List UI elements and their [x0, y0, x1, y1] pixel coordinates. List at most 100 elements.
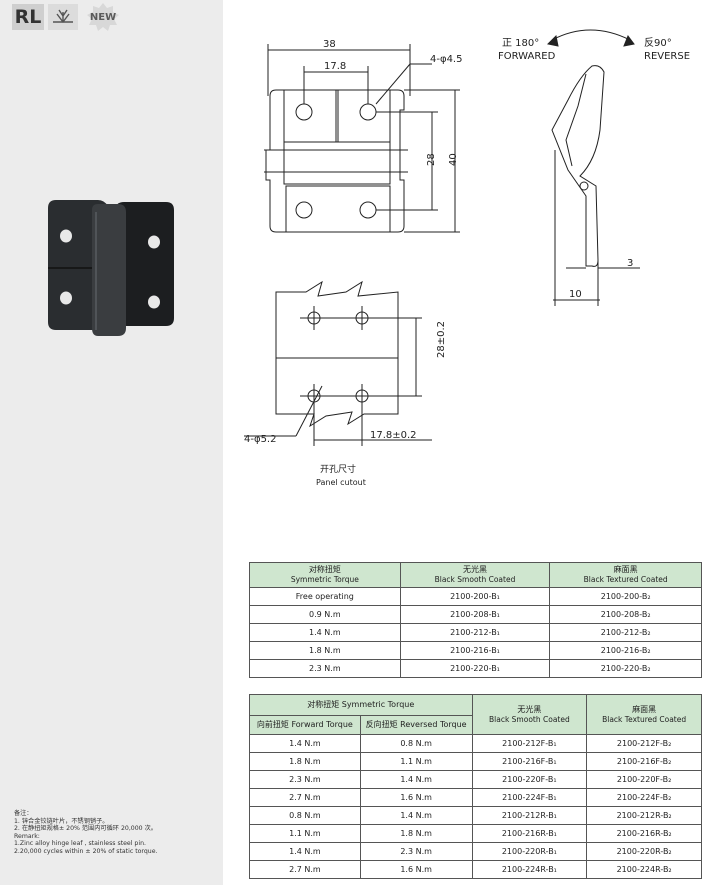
notes-line: 2. 在静扭矩规格± 20% 范围内可循环 20,000 次。 [14, 825, 157, 833]
product-photo [36, 190, 196, 350]
table-cell: 2100-216F-B₁ [471, 752, 588, 771]
table-cell: 2100-216R-B₂ [586, 824, 702, 843]
cutout-vertical-label: 28±0.2 [436, 321, 447, 358]
dim-height-label: 40 [448, 153, 459, 166]
table-cell: 1.1 N.m [249, 824, 361, 843]
table-cell: 1.4 N.m [249, 623, 401, 642]
notes-line: Remark: [14, 832, 40, 840]
table-row: 1.1 N.m 1.8 N.m 2100-216R-B₁ 2100-216R-B… [249, 824, 702, 843]
cutout-title-en: Panel cutout [316, 478, 366, 487]
dim-hole-spacing-label: 17.8 [324, 61, 346, 72]
table-row: 2.7 N.m 1.6 N.m 2100-224R-B₁ 2100-224R-B… [249, 860, 702, 879]
table-row: 1.4 N.m 2.3 N.m 2100-220R-B₁ 2100-220R-B… [249, 842, 702, 861]
rotation-reverse-en: REVERSE [644, 51, 690, 62]
table-cell: 2100-200-B₁ [399, 587, 551, 606]
table-cell: Free operating [249, 587, 401, 606]
table2-header-forward: 向前扭矩 Forward Torque [249, 715, 361, 735]
sidebar: RL NEW 备注： 1. 锌合金铰链叶片，不锈钢销子。 2. 在静扭矩规格± … [0, 0, 223, 885]
table-cell: 2100-220-B₁ [399, 659, 551, 678]
table-cell: 1.8 N.m [249, 752, 361, 771]
dim-depth-label: 10 [569, 289, 582, 300]
technical-drawing: 38 17.8 4-φ4.5 28 40 正 180° FORWARED 反90… [244, 29, 690, 487]
dim-thickness-label: 3 [627, 258, 633, 269]
table2-header-reversed: 反向扭矩 Reversed Torque [359, 715, 473, 735]
cutout-holes-label: 4-φ5.2 [244, 434, 276, 445]
table-cell: 2.7 N.m [249, 788, 361, 807]
table-cell: 1.4 N.m [359, 806, 473, 825]
table-cell: 2100-212-B₂ [549, 623, 702, 642]
table-cell: 2.7 N.m [249, 860, 361, 879]
cutout-horizontal-label: 17.8±0.2 [370, 430, 417, 441]
table-row: 0.8 N.m 1.4 N.m 2100-212R-B₁ 2100-212R-B… [249, 806, 702, 825]
table-cell: 1.8 N.m [359, 824, 473, 843]
table-cell: 0.8 N.m [249, 806, 361, 825]
notes-line: 1.Zinc alloy hinge leaf , stainless stee… [14, 840, 146, 848]
table-cell: 1.6 N.m [359, 788, 473, 807]
series-badge: RL [12, 4, 44, 30]
rotation-forward-zh: 正 180° [502, 38, 539, 49]
table-cell: 2100-216F-B₂ [586, 752, 702, 771]
table-cell: 2100-224R-B₁ [471, 860, 588, 879]
new-badge: NEW [86, 2, 120, 32]
table-row: 1.4 N.m 2100-212-B₁ 2100-212-B₂ [249, 623, 702, 642]
table-cell: 2100-212R-B₂ [586, 806, 702, 825]
notes: 备注： 1. 锌合金铰链叶片，不锈钢销子。 2. 在静扭矩规格± 20% 范围内… [14, 810, 214, 856]
table-row: 0.9 N.m 2100-208-B₁ 2100-208-B₂ [249, 605, 702, 624]
table-cell: 2100-224F-B₁ [471, 788, 588, 807]
table-cell: 2100-212-B₁ [399, 623, 551, 642]
dim-width-label: 38 [323, 39, 336, 50]
cutout-title-zh: 开孔尺寸 [320, 463, 356, 475]
new-badge-label: NEW [89, 11, 117, 23]
rotation-forward-en: FORWARED [498, 51, 556, 62]
table-row: 1.8 N.m 1.1 N.m 2100-216F-B₁ 2100-216F-B… [249, 752, 702, 771]
table-cell: 2.3 N.m [249, 659, 401, 678]
table-cell: 2100-220R-B₂ [586, 842, 702, 861]
table-cell: 2100-212F-B₂ [586, 734, 702, 753]
table-cell: 2100-208-B₁ [399, 605, 551, 624]
table-cell: 2100-216-B₂ [549, 641, 702, 660]
table-row: 1.8 N.m 2100-216-B₁ 2100-216-B₂ [249, 641, 702, 660]
table-cell: 2100-212F-B₁ [471, 734, 588, 753]
table-row: Free operating 2100-200-B₁ 2100-200-B₂ [249, 587, 702, 606]
table-cell: 2100-224R-B₂ [586, 860, 702, 879]
table-cell: 1.4 N.m [249, 842, 361, 861]
notes-line: 备注： [14, 810, 33, 817]
table-cell: 1.4 N.m [249, 734, 361, 753]
table-cell: 2100-208-B₂ [549, 605, 702, 624]
table-row: 2.3 N.m 2100-220-B₁ 2100-220-B₂ [249, 659, 702, 678]
table-cell: 2100-200-B₂ [549, 587, 702, 606]
notes-line: 1. 锌合金铰链叶片，不锈钢销子。 [14, 817, 109, 825]
table-cell: 2.3 N.m [359, 842, 473, 861]
table-cell: 2100-220F-B₂ [586, 770, 702, 789]
table-row: 1.4 N.m 0.8 N.m 2100-212F-B₁ 2100-212F-B… [249, 734, 702, 753]
rotation-reverse-zh: 反90° [644, 37, 672, 49]
table-cell: 2100-216R-B₁ [471, 824, 588, 843]
table-cell: 2100-220-B₂ [549, 659, 702, 678]
table-cell: 1.6 N.m [359, 860, 473, 879]
table-row: 2.7 N.m 1.6 N.m 2100-224F-B₁ 2100-224F-B… [249, 788, 702, 807]
table-cell: 1.1 N.m [359, 752, 473, 771]
hinge-symbol-icon [48, 4, 78, 30]
table-cell: 1.4 N.m [359, 770, 473, 789]
table-cell: 2100-212R-B₁ [471, 806, 588, 825]
table-cell: 2100-220R-B₁ [471, 842, 588, 861]
table-cell: 2100-220F-B₁ [471, 770, 588, 789]
table-cell: 0.9 N.m [249, 605, 401, 624]
table-row: 2.3 N.m 1.4 N.m 2100-220F-B₁ 2100-220F-B… [249, 770, 702, 789]
table-cell: 2.3 N.m [249, 770, 361, 789]
dim-hole-vertical-label: 28 [426, 153, 437, 166]
table2-group-header: 对称扭矩 Symmetric Torque [249, 694, 473, 716]
dim-holes-label: 4-φ4.5 [430, 54, 462, 65]
notes-line: 2.20,000 cycles within ± 20% of static t… [14, 847, 158, 855]
table-cell: 2100-216-B₁ [399, 641, 551, 660]
table-cell: 2100-224F-B₂ [586, 788, 702, 807]
table-cell: 1.8 N.m [249, 641, 401, 660]
table-cell: 0.8 N.m [359, 734, 473, 753]
